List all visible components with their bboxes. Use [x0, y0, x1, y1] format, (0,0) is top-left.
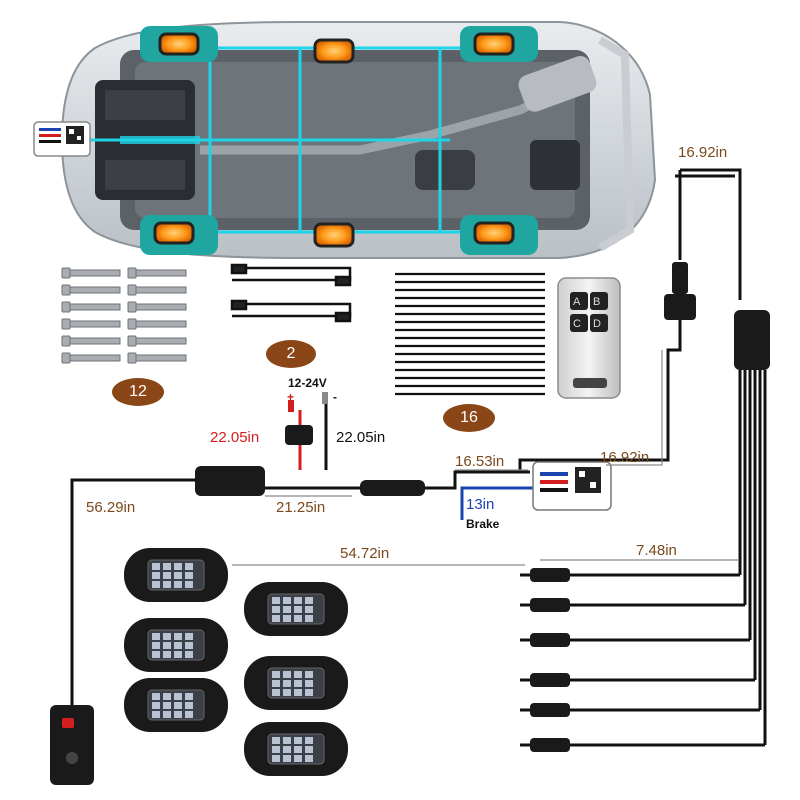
controller-to-splitter-length: 16.92in [600, 449, 650, 466]
wheel-front-bottom [140, 215, 218, 255]
power-to-connector-length: 21.25in [276, 499, 326, 516]
brake-wire-length: 13in [466, 496, 495, 513]
car-pod-bottom-center [313, 222, 355, 248]
plus-label: + [287, 390, 295, 404]
dimension-markers [232, 350, 738, 566]
brake-label: Brake [466, 517, 500, 531]
splitter-top-length: 16.92in [678, 144, 728, 161]
car-controller-icon [33, 121, 91, 157]
brake-wire [460, 486, 533, 520]
cable-ties-count-badge: 16 [443, 404, 495, 432]
connector-to-controller-length: 16.53in [455, 453, 505, 470]
extension-cable-icon [230, 263, 352, 323]
pod-short-cable-length: 7.48in [636, 542, 677, 559]
splitter-icon [518, 168, 770, 745]
negative-wire-length: 22.05in [336, 429, 386, 446]
wheel-rear-bottom [460, 215, 538, 255]
remote-icon [557, 277, 621, 399]
power-adapter-icon [195, 466, 425, 496]
pod-long-cable-length: 54.72in [340, 545, 390, 562]
controller-icon [532, 461, 612, 511]
positive-wire-length: 22.05in [210, 429, 260, 446]
wheel-front-top [140, 26, 218, 62]
voltage-label: 12-24V [288, 376, 327, 390]
screw-icon-group [61, 267, 187, 364]
cable-tie-icon [395, 272, 545, 396]
led-pod-icon [123, 548, 349, 777]
switch-cable-length: 56.29in [86, 499, 136, 516]
minus-label: - [333, 390, 337, 404]
fuse-holder-icon [285, 392, 328, 445]
extension-cables-count-badge: 2 [266, 340, 316, 368]
remote-key-b-label: B [593, 296, 601, 308]
switch-icon [50, 705, 94, 785]
remote-key-d-label: D [593, 318, 601, 330]
remote-key-c-label: C [573, 318, 581, 330]
pod-connectors [530, 568, 570, 752]
car-pod-top-center [313, 38, 355, 64]
wheel-rear-top [460, 26, 538, 62]
screws-count-badge: 12 [112, 378, 164, 406]
remote-key-a-label: A [573, 296, 581, 308]
